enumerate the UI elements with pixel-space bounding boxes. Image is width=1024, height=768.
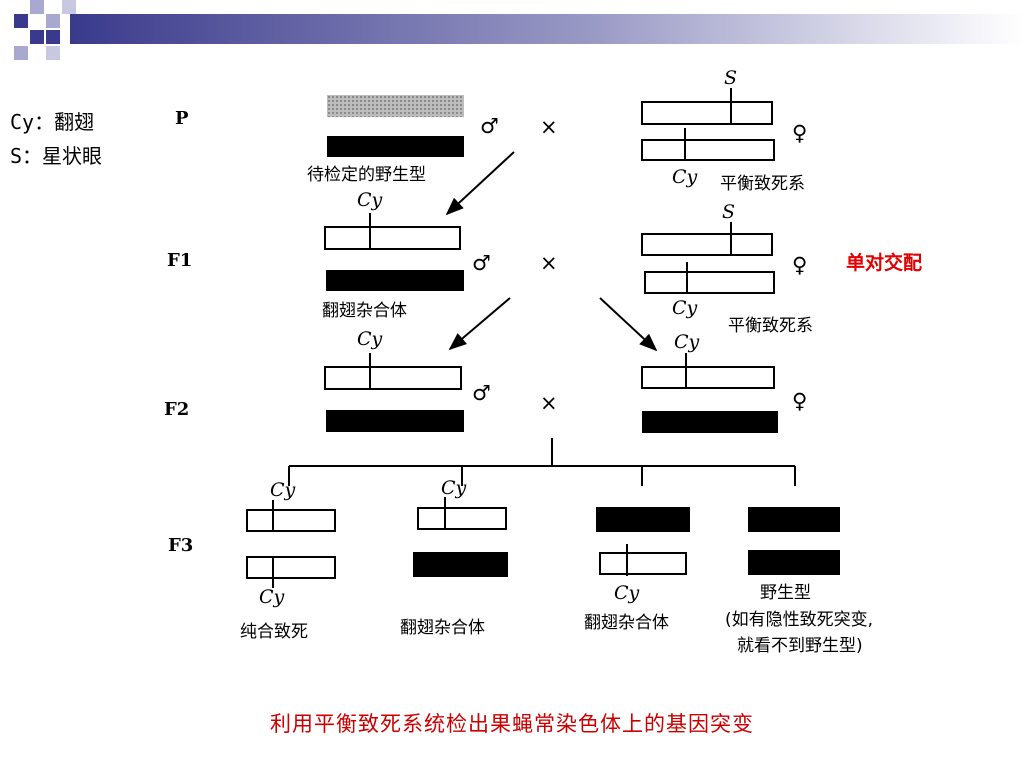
legend-s: S：星状眼 [10,144,103,168]
f2-female-chromosome-cy [641,366,775,389]
f1-male-gene-cy: Cy [357,189,383,211]
header-square-4 [30,30,44,44]
header-square-1 [14,14,28,28]
slide-caption: 利用平衡致死系统检出果蝇常染色体上的基因突变 [270,712,754,736]
header-square-7 [14,46,28,60]
f2-male-chromosome-cy [324,366,462,390]
p-female-label: 平衡致死系 [720,174,805,194]
p-female-chromosome-s [641,101,773,125]
f3-1-gene-cy-bottom: Cy [259,586,285,608]
f1-cross-icon: × [540,251,558,275]
f3-3-label: 翻翅杂合体 [584,613,669,633]
f3-1-chromosome-cy-bottom [246,556,336,579]
f3-2-label: 翻翅杂合体 [400,618,485,638]
f2-male-chromosome-wildtype [326,410,464,432]
f1-male-label: 翻翅杂合体 [322,301,407,321]
p-male-chromosome-wildtype-solid [327,136,464,157]
f3-3-chromosome-cy [599,552,687,575]
f1-female-chromosome-cy [644,271,775,294]
f2-female-gene-cy: Cy [674,331,700,353]
generation-f3: F3 [168,535,193,556]
f2-cross-icon: × [540,391,558,415]
single-pair-mating-note: 单对交配 [846,252,923,274]
p-cross-icon: × [540,115,558,139]
f1-male-chromosome-wildtype [326,270,464,291]
p-female-chromosome-cy [641,139,775,161]
f3-1-gene-cy-top: Cy [270,479,296,501]
slide-header-decoration [14,0,1024,60]
f3-2-chromosome-cy [417,507,507,530]
f2-male-icon: ♂ [472,381,491,405]
p-female-gene-cy: Cy [672,166,698,188]
f3-4-chromosome-wildtype-bottom [748,550,840,575]
generation-f2: F2 [164,399,189,420]
f3-4-chromosome-wildtype-top [748,507,840,532]
header-square-8 [46,46,60,60]
header-square-2 [30,0,44,14]
p-female-gene-s: S [724,67,737,89]
f2-female-chromosome-wildtype [642,411,778,433]
f1-male-chromosome-cy [324,226,461,250]
header-square-3 [46,14,60,28]
p-male-label: 待检定的野生型 [307,165,426,185]
f3-1-label: 纯合致死 [240,622,308,642]
p-male-chromosome-wildtype-hatched [327,95,464,117]
p-female-icon: ♀ [792,121,807,145]
f3-4-note-line1: (如有隐性致死突变, [725,610,873,630]
f1-female-icon: ♀ [792,253,807,277]
balanced-lethal-cross-diagram: P F1 F2 F3 待检定的野生型 ♂ × S Cy 平衡致死系 ♀ Cy 翻… [164,67,873,656]
f1-female-gene-s: S [722,201,735,223]
f3-1-chromosome-cy-top [246,509,336,532]
header-gradient-bar [70,14,1024,44]
header-square-5 [46,30,60,44]
f3-4-label: 野生型 [760,583,811,603]
p-male-icon: ♂ [480,114,499,138]
generation-p: P [175,108,189,129]
f1-female-label: 平衡致死系 [728,316,813,336]
arrow-f1-female-to-f2 [599,297,658,352]
f3-4-note-line2: 就看不到野生型) [737,636,863,656]
f3-3-chromosome-wildtype [596,507,690,532]
f2-male-gene-cy: Cy [357,328,383,350]
arrow-f1-male-to-f2 [448,297,511,351]
f3-2-gene-cy: Cy [441,477,467,499]
f1-female-chromosome-s [641,233,773,256]
legend-cy: Cy：翻翅 [10,110,95,134]
arrow-p-to-f1 [445,151,515,216]
f2-female-icon: ♀ [792,389,807,413]
header-square-6 [62,0,76,14]
f1-female-gene-cy: Cy [672,297,698,319]
generation-f1: F1 [167,250,192,271]
f1-male-icon: ♂ [472,251,491,275]
f3-2-chromosome-wildtype [413,552,508,577]
f3-3-gene-cy: Cy [614,582,640,604]
